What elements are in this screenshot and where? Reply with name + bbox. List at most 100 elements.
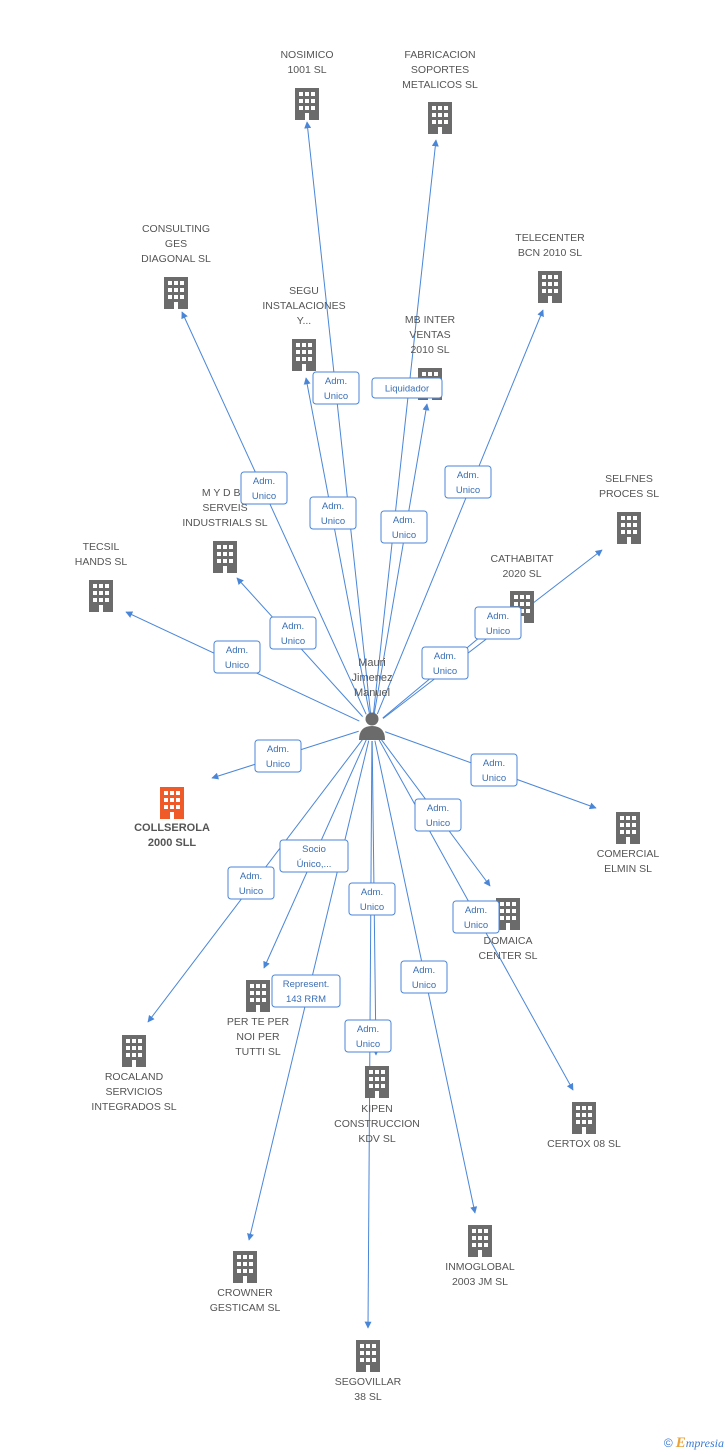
badge-box	[213, 640, 261, 674]
badge-box	[452, 900, 500, 934]
badge-label: Adm.	[487, 611, 509, 622]
person-name-label: Manuel	[354, 687, 390, 699]
badge-label: Unico	[281, 636, 305, 647]
badge-label: Adm.	[413, 965, 435, 976]
company-node-perteper[interactable]: PER TE PER NOI PER TUTTI SL	[227, 980, 290, 1058]
brand-footer: ©Empresia	[664, 1435, 724, 1452]
badges-layer: Adm.UnicoLiquidadorAdm.UnicoAdm.UnicoAdm…	[213, 371, 522, 1053]
company-node-segu[interactable]: SEGUINSTALACIONESY...	[262, 285, 346, 371]
copyright-symbol: ©	[663, 1436, 673, 1450]
badge-label: Unico	[482, 773, 506, 784]
role-badge-myd: Adm. Unico	[269, 616, 317, 650]
role-badge-perteper: SocioÚnico,...	[279, 839, 349, 873]
building-icon	[292, 339, 316, 371]
company-label: NOI PER	[236, 1031, 280, 1043]
role-badge-telecenter: Adm.Unico	[444, 465, 492, 499]
building-icon	[538, 271, 562, 303]
badge-label: Adm.	[483, 758, 505, 769]
badge-label: Unico	[433, 666, 457, 677]
badge-label: Unico	[456, 485, 480, 496]
badge-box	[254, 739, 302, 773]
badge-label: Adm.	[267, 744, 289, 755]
role-badge-domaica: Adm.Unico	[414, 798, 462, 832]
building-icon	[496, 898, 520, 930]
building-icon	[295, 88, 319, 120]
company-label: COMERCIAL	[597, 848, 660, 860]
badge-label: Adm.	[357, 1024, 379, 1035]
company-label: INMOGLOBAL	[445, 1261, 515, 1273]
company-label: INTEGRADOS SL	[91, 1101, 176, 1113]
company-label: HANDS SL	[75, 556, 128, 568]
building-icon	[89, 580, 113, 612]
edges-layer	[125, 121, 603, 1329]
badge-box	[271, 974, 341, 1008]
role-badge-fabricacion: Liquidador	[371, 377, 443, 399]
badge-label: Adm.	[282, 621, 304, 632]
company-label: SEGU	[289, 285, 319, 297]
role-badge-collserola: Adm. Unico	[254, 739, 302, 773]
role-badge-certox: Adm.Unico	[452, 900, 500, 934]
building-icon	[468, 1225, 492, 1257]
role-badge-selfnes: Adm. Unico	[474, 606, 522, 640]
role-badge-inmoglobal: Adm. Unico	[400, 960, 448, 994]
badge-label: Adm.	[322, 501, 344, 512]
company-label: COLLSEROLA	[134, 822, 210, 834]
building-icon	[246, 980, 270, 1012]
company-label: GES	[165, 238, 187, 250]
company-node-certox[interactable]: CERTOX 08 SL	[547, 1102, 621, 1150]
company-node-domaica[interactable]: DOMAICA CENTER SL	[479, 898, 538, 962]
building-icon	[356, 1340, 380, 1372]
company-label: CENTER SL	[479, 950, 538, 962]
badge-label: Unico	[486, 626, 510, 637]
badge-box	[312, 371, 360, 405]
company-label: PER TE PER	[227, 1016, 290, 1028]
role-badge-kipen: Adm.Unico	[348, 882, 396, 916]
person-icon	[359, 712, 385, 740]
badge-label: Unico	[321, 516, 345, 527]
company-label: METALICOS SL	[402, 79, 478, 91]
company-label: TUTTI SL	[235, 1046, 281, 1058]
company-label: KIPEN	[361, 1103, 393, 1115]
company-label: TELECENTER	[515, 232, 585, 244]
company-label: SOPORTES	[411, 64, 469, 76]
company-label: CONSTRUCCION	[334, 1118, 420, 1130]
building-icon	[617, 512, 641, 544]
edge-mbinter	[373, 403, 430, 714]
badge-box	[421, 646, 469, 680]
badge-label: Unico	[266, 759, 290, 770]
company-label: PROCES SL	[599, 488, 659, 500]
company-label: GESTICAM SL	[210, 1302, 281, 1314]
brand-initial: E	[675, 1435, 686, 1451]
company-label: 1001 SL	[287, 64, 326, 76]
badge-label: Adm.	[361, 887, 383, 898]
badge-box	[269, 616, 317, 650]
badge-label: Unico	[356, 1039, 380, 1050]
company-node-fabricacion[interactable]: FABRICACION SOPORTES METALICOS SL	[402, 49, 478, 134]
building-icon	[572, 1102, 596, 1134]
badge-box	[344, 1019, 392, 1053]
role-badge-segu: Adm. Unico	[309, 496, 357, 530]
badge-label: Unico	[412, 980, 436, 991]
company-label: DOMAICA	[483, 935, 532, 947]
badge-box	[279, 839, 349, 873]
company-label: FABRICACION	[404, 49, 475, 61]
role-badge-nosimico: Adm.Unico	[312, 371, 360, 405]
badge-box	[348, 882, 396, 916]
